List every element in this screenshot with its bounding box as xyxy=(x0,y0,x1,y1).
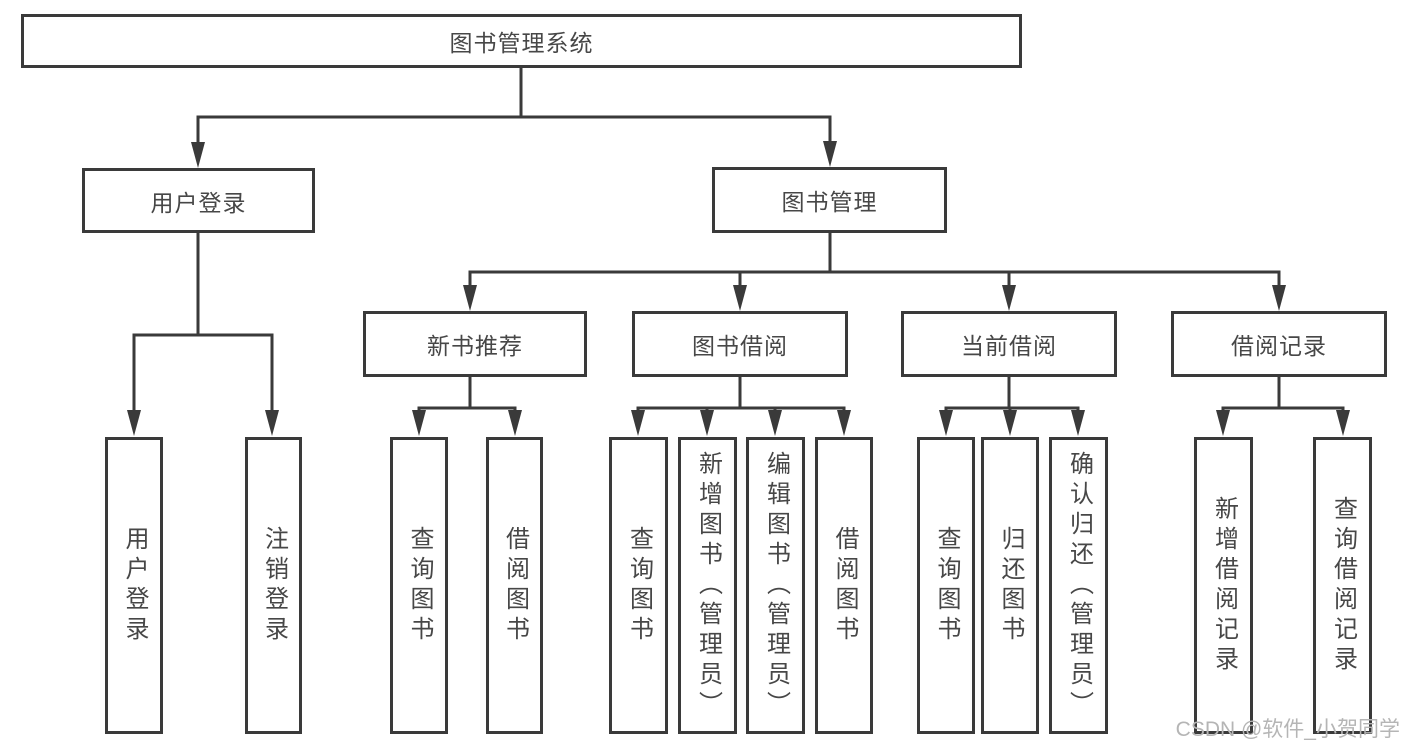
leaf-add-borrow-record-label: 新增借阅记录 xyxy=(1210,495,1238,676)
leaf-borrow-books-recommend: 借阅图书 xyxy=(486,437,543,734)
leaf-user-login: 用户登录 xyxy=(105,437,163,734)
node-new-book-recommend: 新书推荐 xyxy=(363,311,587,377)
leaf-logout-label: 注销登录 xyxy=(260,525,288,646)
leaf-add-borrow-record: 新增借阅记录 xyxy=(1194,437,1253,734)
leaf-query-books-recommend-label: 查询图书 xyxy=(406,525,433,646)
node-book-borrow-label: 图书借阅 xyxy=(692,333,788,359)
leaf-query-books-current-label: 查询图书 xyxy=(933,525,960,646)
leaf-query-books-borrow: 查询图书 xyxy=(609,437,668,734)
leaf-borrow-books-recommend-label: 借阅图书 xyxy=(501,525,529,646)
leaf-borrow-book-label: 借阅图书 xyxy=(831,525,858,646)
node-borrow-records: 借阅记录 xyxy=(1171,311,1387,377)
leaf-query-books-borrow-label: 查询图书 xyxy=(625,525,653,646)
node-book-management: 图书管理 xyxy=(712,167,947,233)
leaf-confirm-return-admin-label: 确认归还（管理员） xyxy=(1065,450,1093,721)
node-current-borrow: 当前借阅 xyxy=(901,311,1117,377)
leaf-confirm-return-admin: 确认归还（管理员） xyxy=(1049,437,1108,734)
leaf-user-login-label: 用户登录 xyxy=(121,525,148,646)
leaf-logout: 注销登录 xyxy=(245,437,302,734)
leaf-query-books-recommend: 查询图书 xyxy=(390,437,448,734)
node-current-borrow-label: 当前借阅 xyxy=(961,333,1057,359)
node-user-login: 用户登录 xyxy=(82,168,315,233)
leaf-edit-book-admin-label: 编辑图书（管理员） xyxy=(762,450,790,721)
node-borrow-records-label: 借阅记录 xyxy=(1231,333,1327,359)
node-system-root: 图书管理系统 xyxy=(21,14,1022,68)
node-system-root-label: 图书管理系统 xyxy=(449,30,594,56)
leaf-query-borrow-record: 查询借阅记录 xyxy=(1313,437,1372,734)
watermark: CSDN @软件_小贺同学 xyxy=(1175,718,1400,741)
leaf-return-book: 归还图书 xyxy=(981,437,1039,734)
leaf-edit-book-admin: 编辑图书（管理员） xyxy=(746,437,805,734)
leaf-return-book-label: 归还图书 xyxy=(997,525,1024,646)
leaf-query-books-current: 查询图书 xyxy=(917,437,975,734)
leaf-borrow-book: 借阅图书 xyxy=(815,437,873,734)
leaf-query-borrow-record-label: 查询借阅记录 xyxy=(1329,495,1357,676)
leaf-add-book-admin: 新增图书（管理员） xyxy=(678,437,737,734)
node-user-login-label: 用户登录 xyxy=(150,189,247,216)
node-book-borrow: 图书借阅 xyxy=(632,311,848,377)
leaf-add-book-admin-label: 新增图书（管理员） xyxy=(694,450,722,721)
arrowheads xyxy=(127,141,1350,436)
node-new-book-recommend-label: 新书推荐 xyxy=(427,333,523,359)
node-book-management-label: 图书管理 xyxy=(781,189,878,215)
